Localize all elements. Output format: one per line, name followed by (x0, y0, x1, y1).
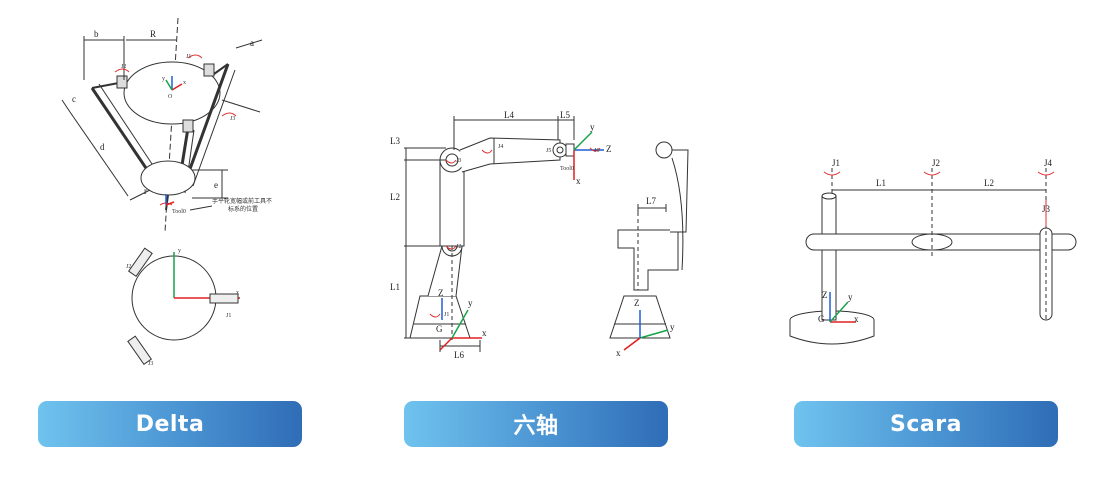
six-axis-side-label-x: x (616, 348, 621, 358)
six-axis-dim-l1: L1 (390, 282, 400, 292)
delta-rotation-j3 (221, 112, 237, 117)
six-axis-side-x (623, 337, 641, 351)
delta-arm-left-a (90, 87, 152, 175)
six-axis-button[interactable]: 六轴 (404, 401, 668, 447)
delta-bottom-label-j1: J1 (226, 313, 231, 319)
six-axis-label-y: y (468, 298, 473, 308)
scara-label-g: G (818, 314, 825, 324)
six-axis-base-y (451, 309, 469, 339)
delta-dim-d: d (100, 142, 105, 152)
six-axis-forearm (459, 137, 561, 173)
six-axis-dim-l6: L6 (454, 350, 464, 360)
scara-column (821, 195, 837, 321)
scara-label-j1: J1 (832, 158, 840, 168)
six-axis-wrist (552, 142, 568, 158)
delta-bottom-view (127, 247, 240, 366)
delta-bottom-label-y: y (178, 248, 181, 254)
delta-dim-r-upper: R (150, 29, 156, 39)
scara-label-j2: J2 (932, 158, 940, 168)
six-axis-side-arm (670, 149, 689, 233)
scara-panel: J1 J2 J4 J3 L1 L2 Z y x G Scara (760, 0, 1096, 480)
delta-dim-e: e (214, 180, 218, 190)
six-axis-rotation-j4 (481, 149, 493, 154)
six-axis-dim-l2: L2 (390, 192, 400, 202)
six-axis-tool-label-y: y (590, 122, 595, 132)
six-axis-tool-y (573, 131, 593, 151)
delta-button[interactable]: Delta (38, 401, 302, 447)
delta-axis-x (171, 83, 183, 91)
six-axis-label-j1: J1 (444, 312, 449, 318)
six-axis-label-g: G (436, 324, 443, 334)
delta-motor-bottom-j2 (127, 247, 153, 278)
six-axis-rotation-j3 (445, 159, 457, 164)
delta-arm-right-a (184, 63, 230, 181)
delta-label-y: y (162, 76, 165, 82)
scara-rotation-j2 (923, 171, 941, 176)
six-axis-side-label-z: Z (634, 298, 640, 308)
delta-dim-b: b (94, 29, 99, 39)
six-axis-dim-l5: L5 (560, 110, 570, 120)
scara-base-body (789, 320, 875, 345)
six-axis-rotation-j2 (445, 245, 457, 250)
delta-bottom-label-j2: J2 (126, 264, 131, 270)
scara-label-j3: J3 (1042, 204, 1051, 214)
six-axis-side-y (639, 329, 669, 339)
delta-bottom-label-j3: J3 (148, 361, 153, 367)
six-axis-label-j5: J5 (546, 148, 551, 154)
scara-diagram: J1 J2 J4 J3 L1 L2 Z y x G (789, 158, 1077, 345)
delta-bottom-label-x: x (236, 290, 239, 296)
delta-dim-c: c (72, 94, 76, 104)
delta-note-line2: 标系的位置 (228, 205, 258, 213)
delta-diagram: b R a c d r e J1 J2 J3 y x O Tool0 手平轮宽幅… (61, 17, 272, 367)
scara-label-y: y (848, 292, 853, 302)
delta-motor-bottom-j1 (209, 293, 239, 304)
six-axis-label-j2: J2 (456, 244, 461, 250)
delta-label-x: x (183, 80, 186, 86)
delta-note-line1: 手平轮宽幅或前工具不 (212, 197, 272, 205)
six-axis-label-j4: J4 (498, 144, 503, 150)
six-axis-tool-label-x: x (576, 176, 581, 186)
delta-motor-j2 (116, 75, 128, 89)
six-axis-diagram: L4 L5 L3 L2 L1 L6 L7 J3 J2 J4 J5 J6 J1 T… (390, 110, 689, 360)
six-axis-tool-label: Tool0 (560, 166, 574, 172)
six-axis-tool-label-z: Z (606, 144, 612, 154)
six-axis-panel: L4 L5 L3 L2 L1 L6 L7 J3 J2 J4 J5 J6 J1 T… (370, 0, 700, 480)
six-axis-label-j3: J3 (456, 158, 461, 164)
scara-label-j4: J4 (1044, 158, 1053, 168)
delta-rotation-j2 (114, 68, 130, 73)
delta-label-j3: J3 (230, 116, 235, 122)
scara-button[interactable]: Scara (794, 401, 1058, 447)
scara-dim-l1: L1 (876, 178, 886, 188)
delta-panel: b R a c d r e J1 J2 J3 y x O Tool0 手平轮宽幅… (0, 0, 330, 480)
delta-dim-a: a (250, 38, 254, 48)
scara-rotation-j1 (823, 171, 841, 176)
six-axis-side-label-y: y (670, 322, 675, 332)
delta-top-platform (123, 61, 221, 125)
six-axis-label-x: x (482, 328, 487, 338)
delta-label-j1: J1 (186, 54, 191, 60)
six-axis-dim-l7: L7 (646, 196, 656, 206)
delta-motor-bottom-j3 (127, 335, 153, 366)
six-axis-side-shoulder (617, 229, 679, 291)
delta-label-j2: J2 (121, 64, 126, 70)
scara-dim-l2: L2 (984, 178, 994, 188)
six-axis-label-z: Z (438, 288, 444, 298)
scara-rotation-j4 (1037, 171, 1055, 176)
six-axis-dim-l4: L4 (504, 110, 514, 120)
delta-tool-label: Tool0 (172, 209, 186, 215)
delta-axis-y (165, 79, 173, 91)
delta-label-origin: O (168, 94, 173, 100)
delta-rotation-j1 (187, 54, 203, 59)
delta-motor-j1 (203, 63, 215, 77)
six-axis-rotation-j6 (589, 147, 601, 152)
delta-motor-j3 (182, 119, 194, 133)
six-axis-rotation-j1 (429, 313, 441, 318)
scara-label-z: Z (822, 290, 828, 300)
scara-axis-y (829, 301, 849, 323)
six-axis-label-j6: J6 (594, 148, 599, 154)
six-axis-dim-l3: L3 (390, 136, 400, 146)
delta-dim-r: r (144, 186, 147, 196)
six-axis-upper-arm (439, 159, 465, 247)
scara-label-x: x (854, 314, 859, 324)
